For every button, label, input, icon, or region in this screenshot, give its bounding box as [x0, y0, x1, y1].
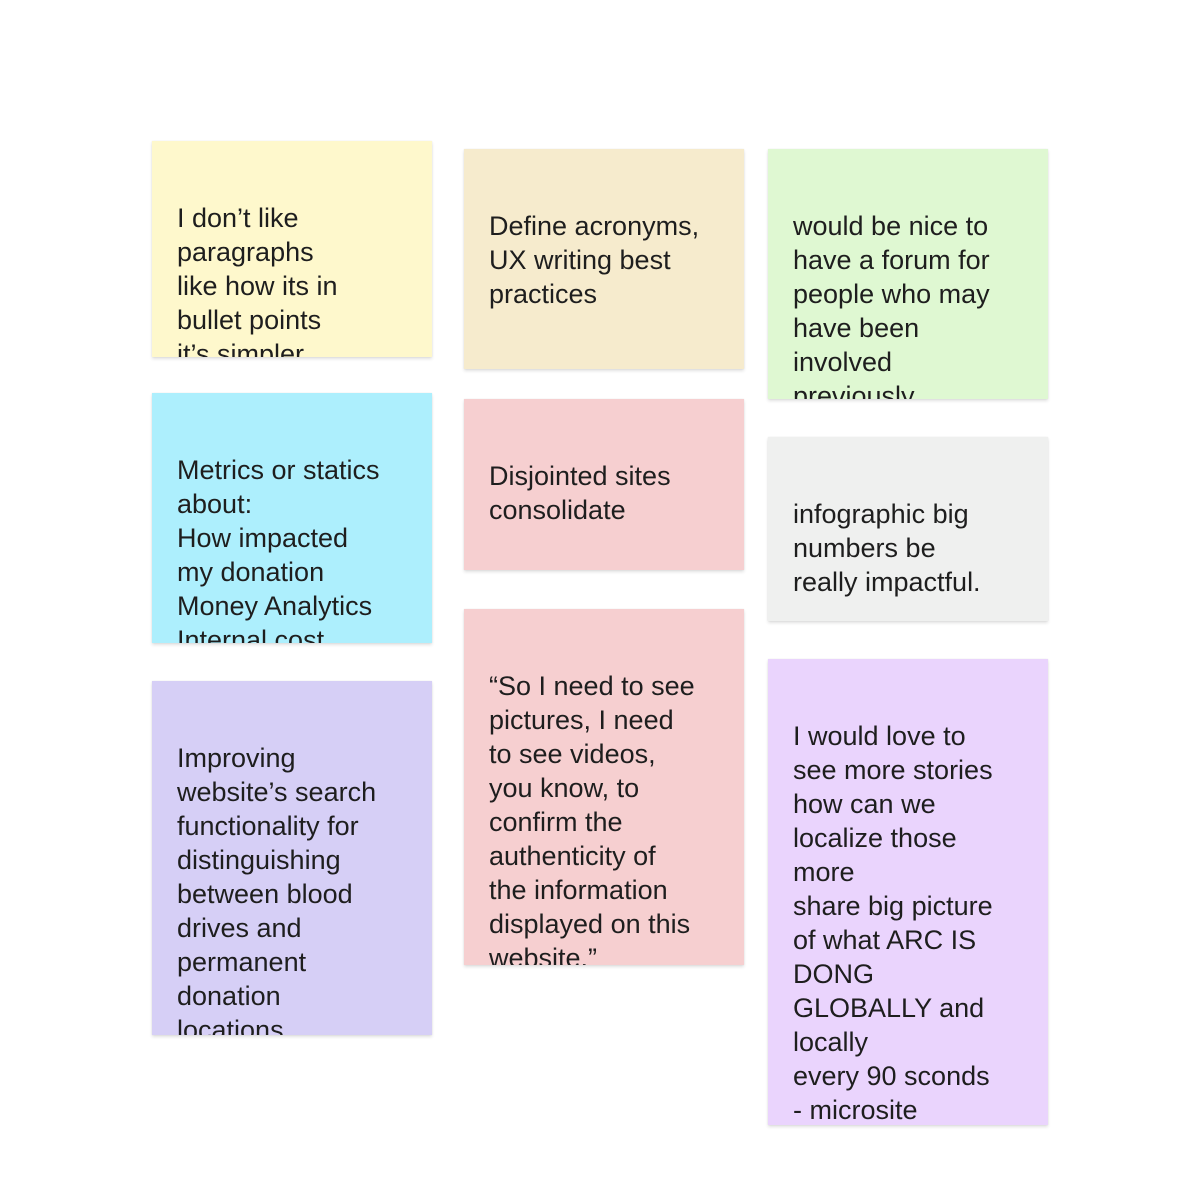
sticky-note-text: Metrics or statics about: How impacted m…: [177, 455, 380, 643]
sticky-note-text: Define acronyms, UX writing best practic…: [489, 211, 700, 309]
sticky-note-text: infographic big numbers be really impact…: [793, 499, 981, 597]
sticky-note[interactable]: I don’t like paragraphs like how its in …: [152, 141, 432, 357]
sticky-note[interactable]: infographic big numbers be really impact…: [768, 437, 1048, 621]
sticky-note[interactable]: Disjointed sites consolidate: [464, 399, 744, 570]
sticky-note[interactable]: would be nice to have a forum for people…: [768, 149, 1048, 399]
sticky-note-text: Disjointed sites consolidate: [489, 461, 671, 525]
sticky-note[interactable]: Improving website’s search functionality…: [152, 681, 432, 1035]
sticky-note-text: would be nice to have a forum for people…: [793, 211, 990, 399]
sticky-note[interactable]: Define acronyms, UX writing best practic…: [464, 149, 744, 369]
sticky-note[interactable]: I would love to see more stories how can…: [768, 659, 1048, 1125]
sticky-note[interactable]: Metrics or statics about: How impacted m…: [152, 393, 432, 643]
sticky-note-text: Improving website’s search functionality…: [177, 743, 377, 1035]
sticky-note-text: “So I need to see pictures, I need to se…: [489, 671, 695, 965]
sticky-note[interactable]: “So I need to see pictures, I need to se…: [464, 609, 744, 965]
sticky-note-text: I would love to see more stories how can…: [793, 721, 993, 1125]
sticky-note-text: I don’t like paragraphs like how its in …: [177, 203, 338, 357]
